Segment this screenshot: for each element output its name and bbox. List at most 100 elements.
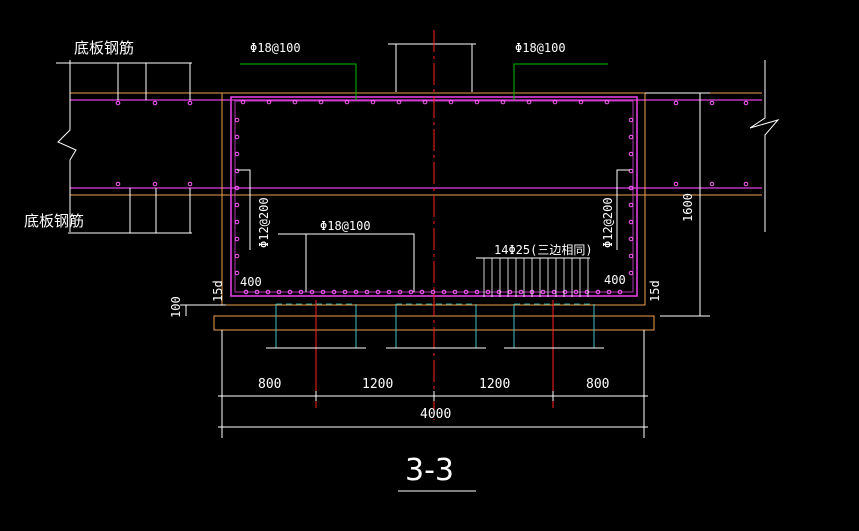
floor-slab xyxy=(57,60,780,232)
side-rebar-label-left: Φ12@200 xyxy=(257,197,271,248)
rebar-dot xyxy=(240,99,246,105)
rebar-dot xyxy=(441,289,447,295)
rebar-dot xyxy=(234,270,240,276)
top-rebar-label-right: Φ18@100 xyxy=(515,41,566,55)
pile-left xyxy=(266,303,366,349)
rebar-dot xyxy=(604,99,610,105)
rebar-dot xyxy=(397,289,403,295)
top-rebar-label-left: Φ18@100 xyxy=(250,41,301,55)
rebar-dot xyxy=(518,289,524,295)
dim-seg1: 800 xyxy=(258,377,281,392)
rebar-dot xyxy=(628,185,634,191)
rebar-dot xyxy=(234,134,240,140)
depth-label: 1600 xyxy=(681,193,695,222)
cover-label: 100 xyxy=(169,296,183,318)
rebar-dot xyxy=(234,253,240,259)
rebar-dot xyxy=(474,289,480,295)
rebar-dot xyxy=(578,99,584,105)
rebar-dot xyxy=(628,168,634,174)
rebar-dot xyxy=(673,100,679,106)
rebar-dot xyxy=(628,151,634,157)
pile-center xyxy=(386,303,486,349)
leaders xyxy=(56,62,630,292)
rebar-dot xyxy=(243,289,249,295)
rebar-dot xyxy=(709,181,715,187)
rebar-dot xyxy=(500,99,506,105)
rebar-dot xyxy=(234,219,240,225)
dim-total: 4000 xyxy=(420,407,451,422)
rebar-dot xyxy=(152,181,158,187)
rebar-dot xyxy=(115,100,121,106)
rebar-dot xyxy=(552,99,558,105)
anchor-label-right: 400 xyxy=(604,273,626,287)
rebar-dot xyxy=(187,100,193,106)
rebar-dot xyxy=(115,181,121,187)
rebar-dot xyxy=(422,99,428,105)
rebar-dot xyxy=(709,100,715,106)
rebar-dot xyxy=(628,253,634,259)
rebar-dot xyxy=(234,236,240,242)
rebar-dot xyxy=(463,289,469,295)
rebar-dot xyxy=(344,99,350,105)
mid-rebar-label: Φ18@100 xyxy=(320,219,371,233)
bottom-rebar-label-top: 底板钢筋 xyxy=(74,39,134,57)
rebar-dots xyxy=(115,99,749,295)
rebar-dot xyxy=(540,289,546,295)
rebar-dot xyxy=(364,289,370,295)
lap-label-right: 15d xyxy=(648,280,662,302)
rebar-dot xyxy=(309,289,315,295)
rebar-dot xyxy=(234,168,240,174)
bottom-rebar-label-bottom: 底板钢筋 xyxy=(24,212,84,230)
rebar-dot xyxy=(265,289,271,295)
rebar-dot xyxy=(526,99,532,105)
rebar-dot xyxy=(370,99,376,105)
bottom-bar-fan xyxy=(483,258,589,297)
anchor-label-left: 400 xyxy=(240,275,262,289)
rebar-dot xyxy=(628,236,634,242)
rebar-dot xyxy=(234,185,240,191)
rebar-dot xyxy=(320,289,326,295)
rebar-dot xyxy=(234,202,240,208)
rebar-dot xyxy=(318,99,324,105)
lap-label-left: 15d xyxy=(211,280,225,302)
rebar-dot xyxy=(743,100,749,106)
rebar-dot xyxy=(673,181,679,187)
rebar-dot xyxy=(485,289,491,295)
section-title: 3-3 xyxy=(405,453,454,488)
rebar-dot xyxy=(628,202,634,208)
rebar-dot xyxy=(430,289,436,295)
rebar-dot xyxy=(287,289,293,295)
rebar-dot xyxy=(254,289,260,295)
piles xyxy=(266,303,604,349)
side-rebar-label-right: Φ12@200 xyxy=(601,197,615,248)
rebar-dot xyxy=(375,289,381,295)
rebar-dot xyxy=(298,289,304,295)
centerlines xyxy=(315,30,554,420)
pile-right xyxy=(504,303,604,349)
rebar-dot xyxy=(573,289,579,295)
rebar-dot xyxy=(276,289,282,295)
rebar-dot xyxy=(396,99,402,105)
rebar-dot xyxy=(266,99,272,105)
rebar-dot xyxy=(595,289,601,295)
rebar-dot xyxy=(187,181,193,187)
rebar-dot xyxy=(617,289,623,295)
bottom-bars-label: 14Φ25(三边相同) xyxy=(494,243,593,257)
column-stub xyxy=(388,43,476,92)
rebar-dot xyxy=(474,99,480,105)
rebar-dot xyxy=(386,289,392,295)
rebar-dot xyxy=(628,134,634,140)
rebar-dot xyxy=(584,289,590,295)
dim-seg2: 1200 xyxy=(362,377,393,392)
rebar-dot xyxy=(628,219,634,225)
rebar-dot xyxy=(234,117,240,123)
rebar-dot xyxy=(292,99,298,105)
dimensions xyxy=(180,92,710,438)
rebar-dot xyxy=(234,151,240,157)
rebar-dot xyxy=(628,270,634,276)
rebar-dot xyxy=(408,289,414,295)
rebar-dot xyxy=(448,99,454,105)
rebar-dot xyxy=(419,289,425,295)
rebar-dot xyxy=(152,100,158,106)
